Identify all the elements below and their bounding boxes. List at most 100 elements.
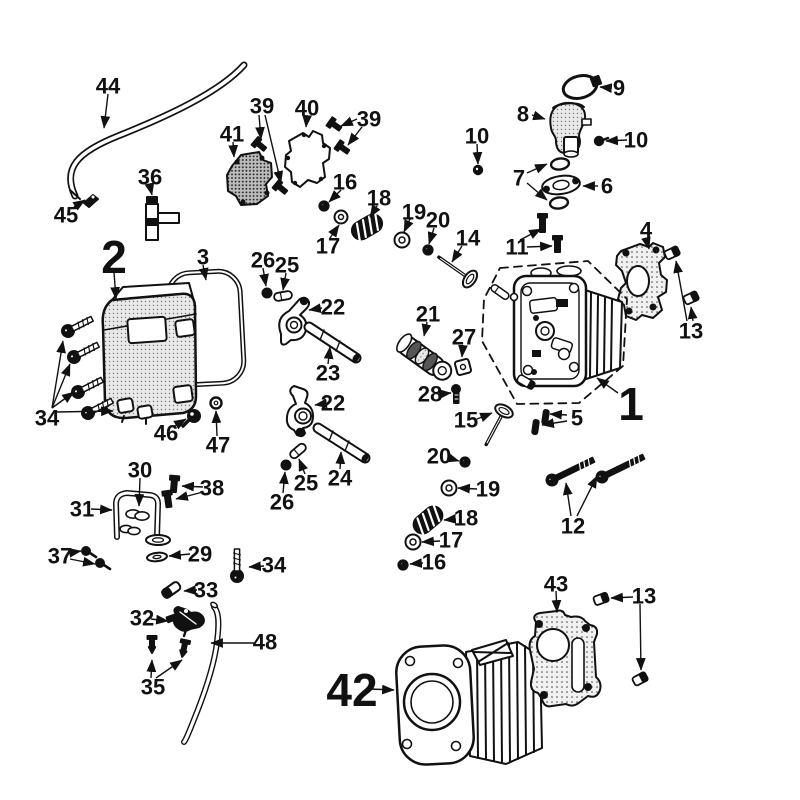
- leader-20a: [427, 227, 438, 245]
- leader-46: [172, 418, 187, 430]
- o-ring-47: [209, 396, 223, 410]
- leader-41: [228, 141, 239, 158]
- cylinder-42: [395, 639, 543, 766]
- washer-19-lower: [440, 479, 458, 497]
- callout-11: 11: [505, 235, 528, 260]
- leader-32: [150, 614, 169, 625]
- leader-24: [335, 451, 346, 470]
- nut-16-lower: [397, 559, 409, 571]
- callout-17b: 17: [439, 528, 463, 553]
- leader-34b: [248, 561, 265, 572]
- callout-34b: 34: [262, 553, 287, 578]
- callout-24: 24: [328, 466, 353, 491]
- callout-39a: 39: [250, 94, 274, 119]
- t-fitting-36: [145, 196, 180, 241]
- callout-39b: 39: [357, 107, 381, 132]
- dowel-13-bottom-b: [630, 670, 650, 688]
- leader-35b: [155, 659, 183, 679]
- callout-32: 32: [130, 606, 154, 631]
- leader-37a: [67, 547, 82, 558]
- flange-gasket-4: [615, 242, 668, 321]
- leader-44: [100, 93, 111, 129]
- keys-5: [531, 409, 550, 436]
- callout-17a: 17: [316, 234, 340, 259]
- leader-13a1: [673, 260, 688, 322]
- callout-25b: 25: [294, 471, 318, 496]
- leader-16a: [328, 189, 342, 203]
- callout-22b: 22: [321, 391, 345, 416]
- callout-43: 43: [544, 572, 568, 597]
- leader-38b: [175, 491, 204, 501]
- leader-18a: [369, 204, 381, 218]
- callout-19a: 19: [402, 200, 426, 225]
- fitting-30: [119, 508, 150, 536]
- callout-21: 21: [416, 302, 440, 327]
- callout-1: 1: [618, 378, 644, 430]
- leader-34a3: [51, 391, 75, 409]
- rocker-arm-22-lower: [285, 385, 314, 438]
- callout-4: 4: [640, 218, 653, 243]
- nut-20-lower: [459, 456, 471, 468]
- ball-26-lower: [280, 459, 292, 471]
- hose-clamp-45: [83, 194, 99, 208]
- leader-12a: [562, 482, 573, 517]
- callout-18b: 18: [454, 506, 478, 531]
- callout-8: 8: [517, 102, 529, 127]
- spring-18-upper: [347, 210, 387, 244]
- callout-41: 41: [220, 122, 244, 147]
- intake-manifold-8: [549, 101, 592, 158]
- leader-35a: [146, 659, 157, 679]
- leader-13a2: [687, 306, 698, 322]
- callout-26a: 26: [251, 248, 275, 273]
- callout-18a: 18: [367, 186, 391, 211]
- leader-38a: [181, 481, 204, 492]
- washer-29: [146, 551, 168, 563]
- leader-39a2: [264, 114, 284, 184]
- leader-17a: [328, 224, 340, 239]
- leader-26b: [278, 471, 289, 494]
- leader-31: [90, 504, 113, 515]
- callout-44: 44: [96, 74, 121, 99]
- callout-7: 7: [513, 166, 525, 191]
- bolt-12-a: [543, 453, 597, 489]
- leader-11b: [526, 241, 553, 252]
- leader-16b: [409, 558, 424, 568]
- callout-33: 33: [194, 578, 218, 603]
- leader-45: [72, 199, 86, 211]
- leader-20b: [446, 452, 460, 463]
- callout-13a: 13: [679, 319, 703, 344]
- callout-46: 46: [154, 421, 178, 446]
- o-ring-7-lower: [548, 195, 570, 211]
- callout-16b: 16: [422, 550, 446, 575]
- nut-16-upper: [318, 200, 330, 212]
- callout-35: 35: [141, 675, 165, 700]
- leader-37b: [69, 556, 96, 567]
- callout-10a: 10: [465, 124, 489, 149]
- callout-37: 37: [48, 544, 72, 569]
- leader-39b1: [340, 116, 358, 127]
- callout-30: 30: [128, 458, 152, 483]
- callout-10b: 10: [624, 128, 648, 153]
- leader-27: [458, 344, 468, 358]
- leader-28: [438, 389, 452, 399]
- breather-hose-44: [67, 61, 248, 200]
- callout-3: 3: [197, 245, 209, 270]
- dowel-13-bottom-a: [591, 591, 611, 607]
- callout-45: 45: [54, 203, 78, 228]
- leader-9: [599, 83, 613, 93]
- leader-21: [421, 321, 432, 337]
- leader-23: [323, 346, 334, 365]
- leader-34a2: [51, 363, 71, 409]
- callout-12: 12: [561, 514, 585, 539]
- leader-39a1: [255, 114, 265, 140]
- leader-36: [144, 182, 155, 196]
- leader-42: [369, 684, 395, 695]
- bolt-34-lower: [230, 548, 244, 583]
- leader-10a: [472, 143, 483, 165]
- insulator-6: [541, 174, 581, 196]
- leader-43: [551, 590, 562, 613]
- pad-25-upper: [272, 289, 294, 303]
- leader-29: [168, 549, 191, 560]
- leader-26a: [259, 267, 269, 287]
